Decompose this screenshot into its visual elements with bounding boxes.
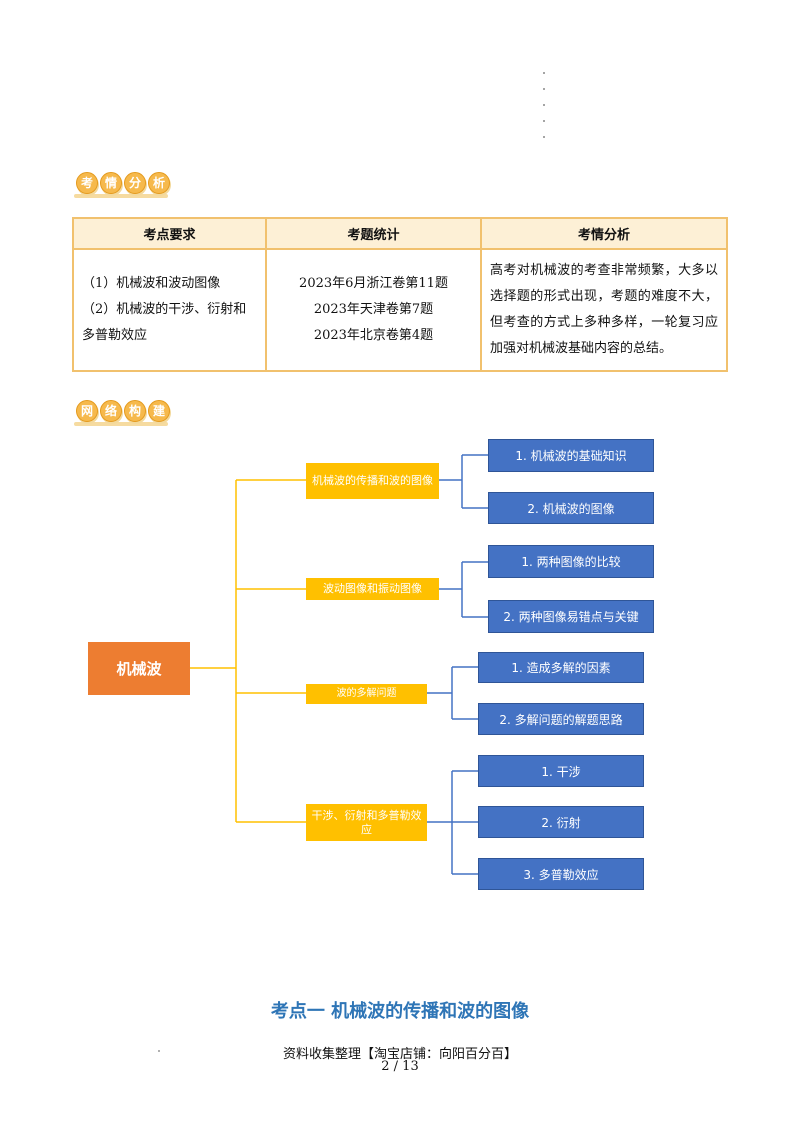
- badge-char: 分: [124, 172, 146, 194]
- badge-char: 络: [100, 400, 122, 422]
- footer-source: 资料收集整理【淘宝店铺：向阳百分百】: [282, 1047, 517, 1062]
- badge-char: 情: [100, 172, 122, 194]
- section-title: 考点一 机械波的传播和波的图像: [270, 1001, 530, 1022]
- requirements-cell: （1）机械波和波动图像 （2）机械波的干涉、衍射和多普勒效应: [72, 248, 267, 372]
- badge-char: 网: [76, 400, 98, 422]
- branch-node: 干涉、衍射和多普勒效应: [306, 804, 427, 841]
- decorative-dot: [158, 1050, 160, 1052]
- leaf-node: 2. 两种图像易错点与关键: [488, 600, 654, 633]
- branch-node: 波的多解问题: [306, 684, 427, 704]
- leaf-node: 1. 机械波的基础知识: [488, 439, 654, 472]
- leaf-node: 2. 多解问题的解题思路: [478, 703, 644, 735]
- leaf-node: 1. 两种图像的比较: [488, 545, 654, 578]
- badge-underline: [74, 422, 168, 426]
- statistic-item: 2023年天津卷第7题: [313, 302, 434, 317]
- knowledge-mindmap: 机械波 机械波的传播和波的图像 波动图像和振动图像 波的多解问题 干涉、衍射和多…: [0, 430, 800, 900]
- mindmap-connectors: [190, 454, 488, 875]
- leaf-node: 2. 衍射: [478, 806, 644, 838]
- table-header-row: 考点要求 考题统计 考情分析: [72, 217, 728, 250]
- table-header: 考点要求: [72, 217, 267, 250]
- requirement-item: （2）机械波的干涉、衍射和多普勒效应: [82, 302, 247, 343]
- leaf-node: 3. 多普勒效应: [478, 858, 644, 890]
- statistic-item: 2023年北京卷第4题: [313, 328, 434, 343]
- badge-char: 考: [76, 172, 98, 194]
- statistics-cell: 2023年6月浙江卷第11题 2023年天津卷第7题 2023年北京卷第4题: [265, 248, 482, 372]
- table-header: 考情分析: [480, 217, 728, 250]
- badge-underline: [74, 194, 168, 198]
- section-badge-exam-analysis: 考 情 分 析: [76, 172, 170, 194]
- decorative-dots: [543, 72, 547, 152]
- exam-analysis-table: 考点要求 考题统计 考情分析 （1）机械波和波动图像 （2）机械波的干涉、衍射和…: [72, 217, 728, 372]
- table-header: 考题统计: [265, 217, 482, 250]
- statistic-item: 2023年6月浙江卷第11题: [299, 276, 448, 291]
- badge-char: 析: [148, 172, 170, 194]
- page-number: 2 / 13: [381, 1059, 419, 1074]
- root-node: 机械波: [88, 642, 190, 695]
- badge-char: 构: [124, 400, 146, 422]
- branch-node: 机械波的传播和波的图像: [306, 463, 439, 499]
- leaf-node: 1. 造成多解的因素: [478, 652, 644, 683]
- branch-node: 波动图像和振动图像: [306, 578, 439, 600]
- leaf-node: 1. 干涉: [478, 755, 644, 787]
- leaf-node: 2. 机械波的图像: [488, 492, 654, 524]
- table-row: （1）机械波和波动图像 （2）机械波的干涉、衍射和多普勒效应 2023年6月浙江…: [72, 248, 728, 372]
- requirement-item: （1）机械波和波动图像: [82, 276, 221, 291]
- section-badge-network-build: 网 络 构 建: [76, 400, 170, 422]
- analysis-cell: 高考对机械波的考查非常频繁，大多以选择题的形式出现，考题的难度不大，但考查的方式…: [480, 248, 728, 372]
- badge-char: 建: [148, 400, 170, 422]
